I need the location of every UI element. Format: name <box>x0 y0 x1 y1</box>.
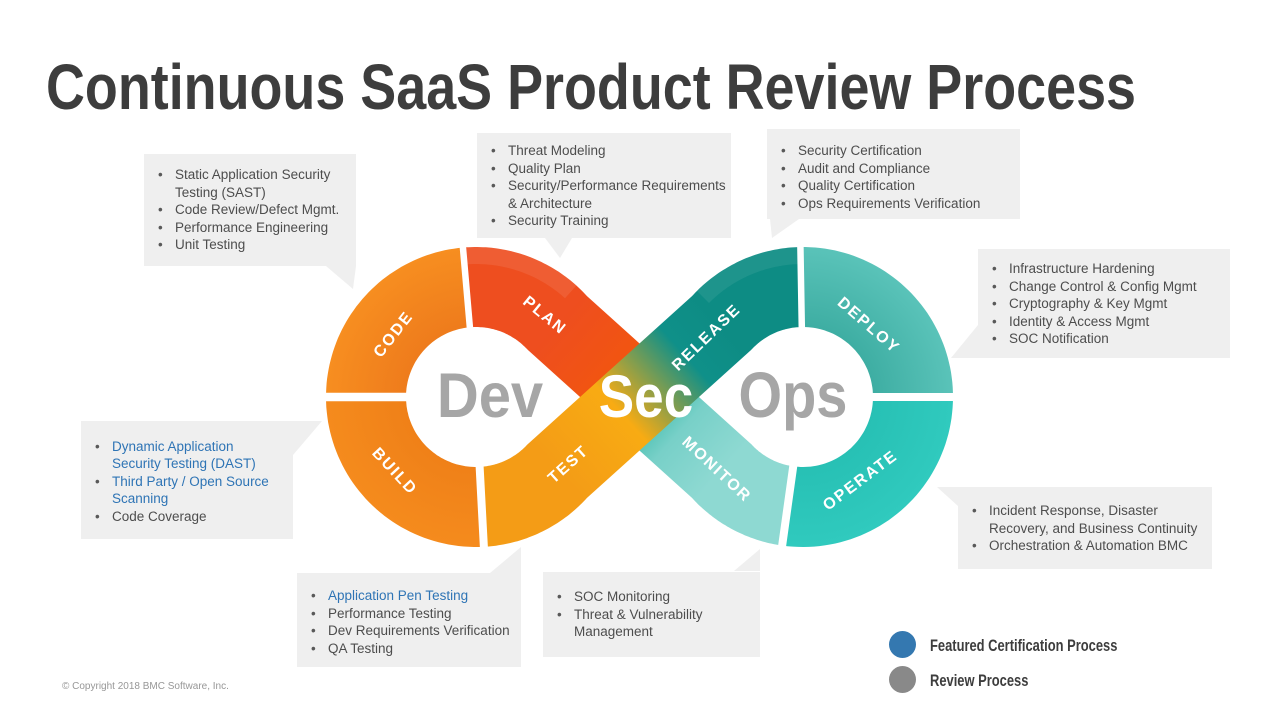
svg-text:Dev: Dev <box>437 360 544 431</box>
svg-text:Sec: Sec <box>599 364 693 431</box>
svg-text:Ops: Ops <box>739 360 848 431</box>
